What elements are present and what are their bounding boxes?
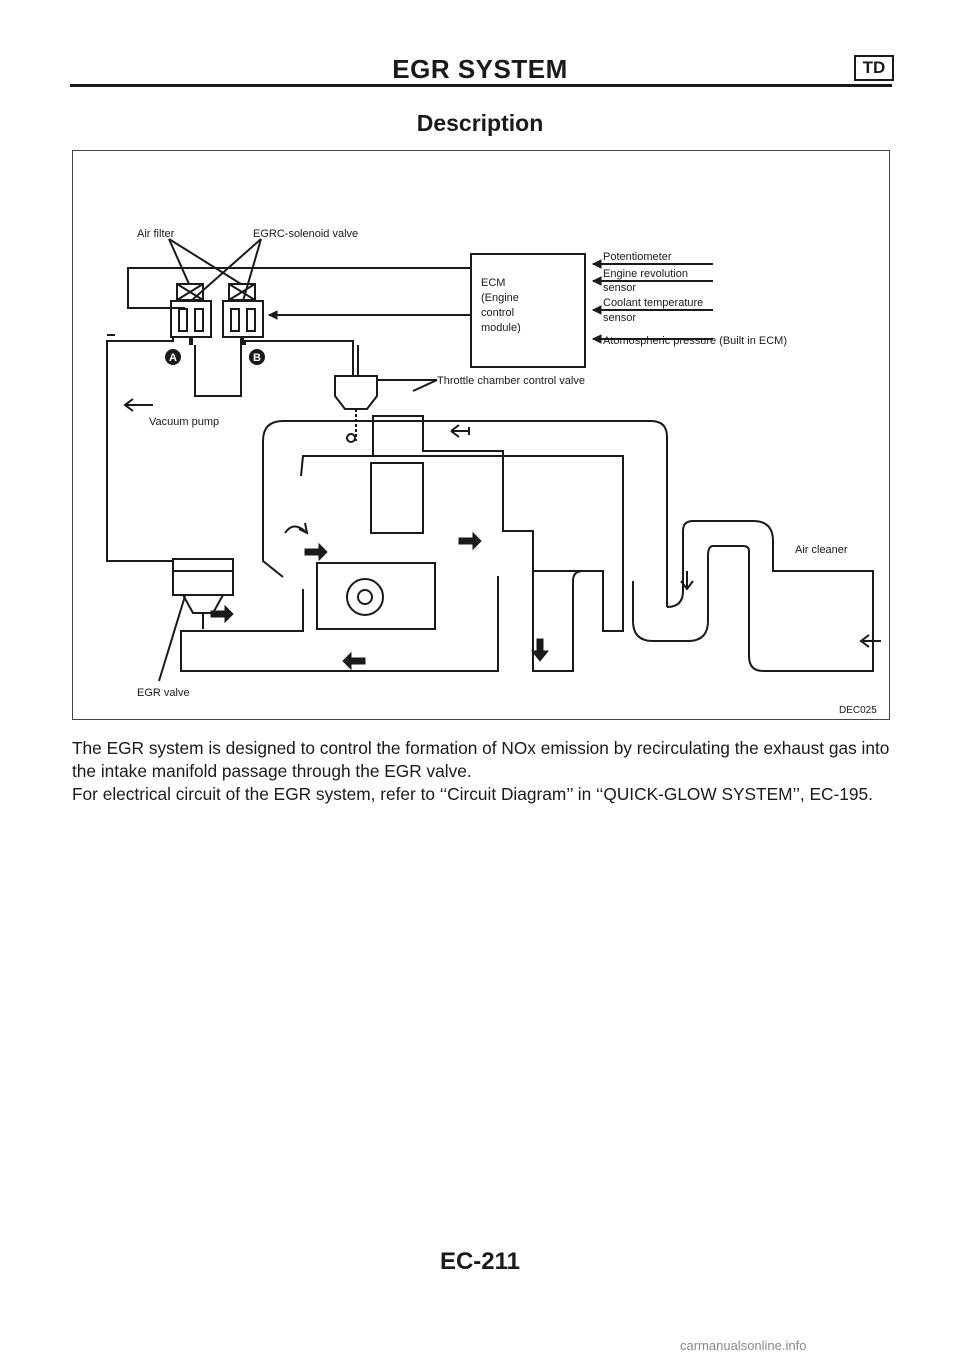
egrc-solenoid-a bbox=[170, 300, 212, 338]
label-engine-revolution-2: sensor bbox=[603, 282, 636, 294]
label-ecm-3: control bbox=[481, 307, 514, 319]
outline-flow-arrow bbox=[680, 571, 694, 591]
flow-arrow bbox=[458, 531, 482, 551]
flow-arrow bbox=[530, 638, 550, 662]
label-egrc-solenoid-valve: EGRC-solenoid valve bbox=[253, 228, 358, 240]
section-title: Description bbox=[416, 110, 544, 136]
label-coolant-temperature-1: Coolant temperature bbox=[603, 297, 703, 309]
egrc-solenoid-b bbox=[222, 300, 264, 338]
injector-pump bbox=[370, 462, 424, 534]
label-air-cleaner: Air cleaner bbox=[795, 544, 848, 556]
egr-system-diagram: Air filter EGRC-solenoid valve ECM (Engi… bbox=[72, 150, 890, 720]
outline-flow-arrow bbox=[859, 634, 881, 648]
label-coolant-temperature-2: sensor bbox=[603, 312, 636, 324]
label-atmospheric-pressure: Atomospheric pressure (Built in ECM) bbox=[603, 335, 787, 347]
label-throttle-chamber-control-valve: Throttle chamber control valve bbox=[437, 375, 585, 387]
outline-flow-arrow bbox=[450, 424, 470, 438]
label-ecm-2: (Engine bbox=[481, 292, 519, 304]
marker-a: A bbox=[169, 352, 177, 364]
label-engine-revolution-1: Engine revolution bbox=[603, 268, 688, 280]
engine-block bbox=[316, 562, 436, 630]
crank-pulley bbox=[346, 578, 384, 616]
header-rule bbox=[70, 84, 892, 87]
figure-code: DEC025 bbox=[839, 705, 877, 716]
description-paragraph-2: For electrical circuit of the EGR system… bbox=[72, 784, 873, 804]
label-egr-valve: EGR valve bbox=[137, 687, 190, 699]
flow-arrow bbox=[342, 651, 366, 671]
page-number: EC-211 bbox=[439, 1248, 521, 1275]
label-potentiometer: Potentiometer bbox=[603, 251, 672, 263]
throttle-chamber-valve bbox=[334, 375, 378, 410]
description-body: The EGR system is designed to control th… bbox=[72, 737, 892, 806]
label-ecm-4: module) bbox=[481, 322, 521, 334]
description-paragraph-1: The EGR system is designed to control th… bbox=[72, 738, 890, 781]
label-ecm-1: ECM bbox=[481, 277, 505, 289]
egr-valve bbox=[172, 558, 234, 596]
page-header-title: EGR SYSTEM bbox=[392, 54, 568, 84]
flow-arrow bbox=[304, 542, 328, 562]
label-air-filter: Air filter bbox=[137, 228, 175, 240]
engine-type-tag: TD bbox=[854, 55, 894, 81]
flow-arrow bbox=[210, 604, 234, 624]
watermark: carmanualsonline.info bbox=[680, 1338, 807, 1353]
marker-b: B bbox=[253, 352, 261, 364]
ecm-box bbox=[470, 253, 586, 368]
label-vacuum-pump: Vacuum pump bbox=[149, 416, 219, 428]
